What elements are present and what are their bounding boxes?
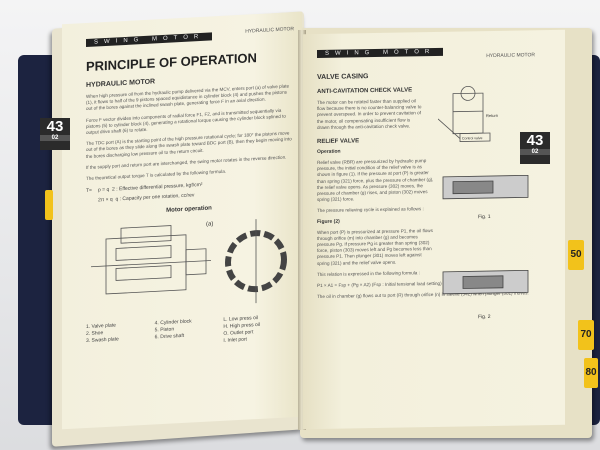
fig2-caption: Fig. 2	[478, 314, 491, 321]
tab-number: 43	[46, 118, 64, 135]
header-right: HYDRAULIC MOTOR	[245, 26, 294, 35]
relief-valve-fig2	[442, 269, 529, 295]
paragraph: This relation is expressed in the follow…	[317, 270, 420, 277]
header-right: HYDRAULIC MOTOR	[486, 52, 535, 60]
edge-tab-80[interactable]: 80	[584, 358, 598, 388]
formula-lhs: T=	[86, 187, 92, 195]
paragraph: Relief valve (RBR) are pressurized by hy…	[317, 158, 434, 203]
right-page: SWING MOTOR HYDRAULIC MOTOR VALVE CASING…	[303, 29, 565, 430]
formula: T= p = q 2 : Effective differential pres…	[86, 177, 292, 204]
left-page: SWING MOTOR HYDRAULIC MOTOR PRINCIPLE OF…	[62, 11, 302, 430]
subsection-heading: Figure (2)	[317, 218, 340, 225]
chapter-tab-right[interactable]: 43 02	[520, 132, 550, 164]
formula-q: 2π × q	[97, 196, 113, 204]
section-heading: VALVE CASING	[317, 73, 369, 82]
header-band: SWING MOTOR	[317, 47, 444, 59]
tab-number: 43	[526, 132, 544, 149]
formula-p: p = q	[97, 187, 110, 194]
relief-valve-fig1	[442, 174, 529, 200]
paragraph: When port (P) is pressurized at pressure…	[317, 227, 433, 266]
label-return: Return	[486, 113, 498, 118]
fig1-caption: Fig. 1	[478, 214, 491, 221]
page-title: PRINCIPLE OF OPERATION	[86, 50, 257, 75]
chapter-tab-left[interactable]: 43 02	[40, 118, 70, 150]
check-valve-diagram: Return Control valve	[438, 86, 498, 142]
formula-p-desc: 2 : Effective differential pressure, kgf…	[112, 182, 203, 193]
header-band: SWING MOTOR	[86, 32, 213, 48]
subsection-heading: ANTI-CAVITATION CHECK VALVE	[317, 87, 413, 96]
motor-diagram: (a)	[91, 219, 287, 304]
book-spine	[298, 30, 306, 430]
paragraph: The motor can be rotated faster than sup…	[317, 98, 422, 130]
formula-q-desc: q : Capacity per one rotation, cc/rev	[115, 192, 195, 203]
edge-tab-left[interactable]	[45, 190, 53, 220]
tab-sub: 02	[40, 135, 70, 141]
edge-tab-70[interactable]: 70	[578, 320, 594, 350]
paragraph: The pressure relieving cycle is explaine…	[317, 206, 424, 214]
tab-sub: 02	[520, 149, 550, 155]
label-control-valve: Control valve	[462, 136, 482, 140]
figure-label-a: (a)	[206, 222, 213, 228]
edge-tab-50[interactable]: 50	[568, 240, 584, 270]
